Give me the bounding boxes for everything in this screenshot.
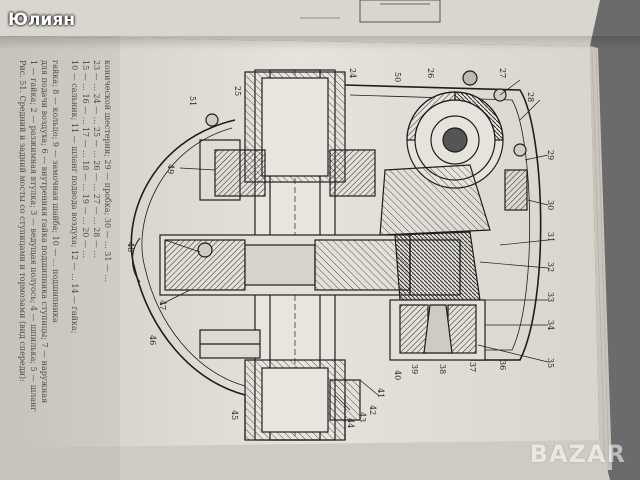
svg-text:34: 34 xyxy=(546,320,555,330)
svg-text:41: 41 xyxy=(376,388,385,398)
svg-text:51: 51 xyxy=(188,96,197,106)
svg-text:28: 28 xyxy=(526,92,535,102)
svg-text:32: 32 xyxy=(546,262,555,272)
svg-text:42: 42 xyxy=(368,405,377,415)
svg-text:47: 47 xyxy=(158,300,167,310)
svg-text:45: 45 xyxy=(230,410,239,420)
svg-text:33: 33 xyxy=(546,292,555,302)
svg-text:36: 36 xyxy=(498,360,507,370)
svg-text:26: 26 xyxy=(426,68,435,78)
svg-text:48: 48 xyxy=(126,242,135,252)
svg-text:46: 46 xyxy=(148,335,157,345)
part-number-labels: 50 26 27 28 29 30 31 32 33 34 35 36 37 3… xyxy=(126,68,555,428)
svg-text:конической шестерни; 29 — проб: конической шестерни; 29 — пробка; 30 — .… xyxy=(103,60,112,282)
svg-text:38: 38 xyxy=(438,364,447,374)
svg-text:40: 40 xyxy=(393,370,402,380)
svg-text:31: 31 xyxy=(546,232,555,242)
svg-text:1 — гайка; 2 — разжимная втулк: 1 — гайка; 2 — разжимная втулка; 3 — вед… xyxy=(29,60,38,412)
svg-text:35: 35 xyxy=(546,358,555,368)
svg-text:10 — сальник; 11 — шланг подво: 10 — сальник; 11 — шланг подвода воздуха… xyxy=(70,60,79,333)
svg-text:44: 44 xyxy=(346,418,355,428)
bazar-watermark: BAZAR xyxy=(529,440,626,468)
svg-text:50: 50 xyxy=(393,72,402,82)
caption-text-block: Рис. 51. Средний и задний мосты со ступи… xyxy=(18,60,112,412)
seller-name-overlay: Юлиян xyxy=(8,10,75,30)
svg-text:43: 43 xyxy=(358,412,367,422)
axle-drawing xyxy=(130,69,549,441)
svg-text:29: 29 xyxy=(546,150,555,160)
svg-text:30: 30 xyxy=(546,200,555,210)
svg-text:49: 49 xyxy=(166,164,175,174)
svg-text:24: 24 xyxy=(348,68,357,78)
svg-text:25: 25 xyxy=(233,86,242,96)
svg-text:37: 37 xyxy=(468,362,477,372)
svg-text:гайка; 8 — кольцо; 9 — замочна: гайка; 8 — кольцо; 9 — замочная шайба; 1… xyxy=(51,60,60,323)
svg-text:для подачи воздуха; 6 — внутре: для подачи воздуха; 6 — внутренняя гайка… xyxy=(40,60,49,403)
svg-text:15 — ... 16 — ... 17 — ... 18: 15 — ... 16 — ... 17 — ... 18 — ... 19 —… xyxy=(81,60,90,258)
svg-text:23 — ... 24 — ... 25 — ... 26: 23 — ... 24 — ... 25 — ... 26 — ... 27 —… xyxy=(92,60,101,258)
svg-text:39: 39 xyxy=(410,364,419,374)
svg-text:Рис. 51. Средний и задний мост: Рис. 51. Средний и задний мосты со ступи… xyxy=(18,60,27,382)
svg-text:27: 27 xyxy=(498,68,507,78)
